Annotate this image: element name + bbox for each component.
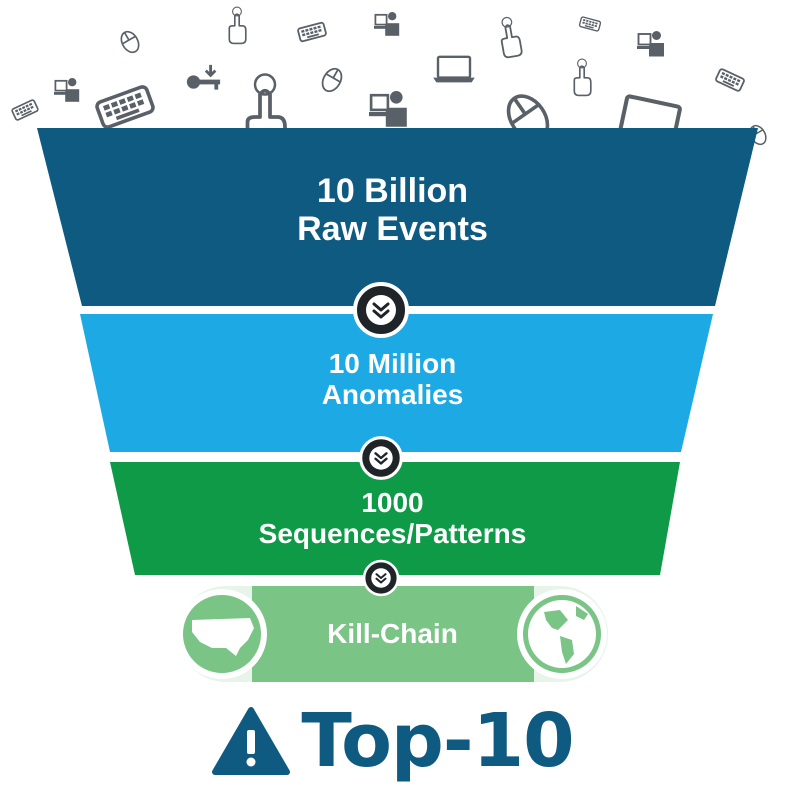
keyboard-icon — [93, 83, 157, 131]
stage-anomalies-label: 10 Million Anomalies — [321, 348, 464, 411]
keyboard-icon — [10, 98, 40, 122]
funnel-stage-sequences — [110, 462, 680, 575]
stage-raw-events-label: 10 Billion Raw Events — [297, 172, 488, 249]
person-at-computer-icon — [373, 11, 401, 37]
key-icon — [185, 63, 222, 92]
double-chevron-down-icon — [362, 559, 400, 597]
person-at-computer-icon — [636, 30, 665, 58]
funnel-stage-raw-events — [37, 128, 758, 306]
laptop-icon — [432, 55, 476, 84]
keyboard-icon — [296, 21, 328, 43]
person-at-computer-icon — [367, 89, 409, 129]
double-chevron-down-icon — [359, 436, 403, 480]
pointer-hand-icon — [573, 58, 592, 97]
result-title: Top-10 — [0, 698, 785, 784]
stage-sequences-label: 1000 Sequences/Patterns — [258, 487, 527, 550]
keyboard-icon — [578, 15, 602, 33]
mouse-icon — [117, 27, 143, 57]
double-chevron-down-icon — [353, 282, 409, 338]
keyboard-icon — [714, 67, 746, 93]
globe-icon — [528, 600, 596, 668]
warning-triangle-icon — [212, 707, 291, 775]
funnel-stage-anomalies — [80, 314, 713, 452]
usa-map-icon — [192, 618, 254, 656]
pointer-hand-icon — [228, 6, 247, 45]
result-text: Top-10 — [301, 698, 574, 784]
pointer-hand-icon — [496, 14, 524, 59]
mouse-icon — [317, 64, 347, 96]
person-at-computer-icon — [53, 77, 81, 103]
stage-kill-chain-label: Kill-Chain — [327, 618, 458, 649]
